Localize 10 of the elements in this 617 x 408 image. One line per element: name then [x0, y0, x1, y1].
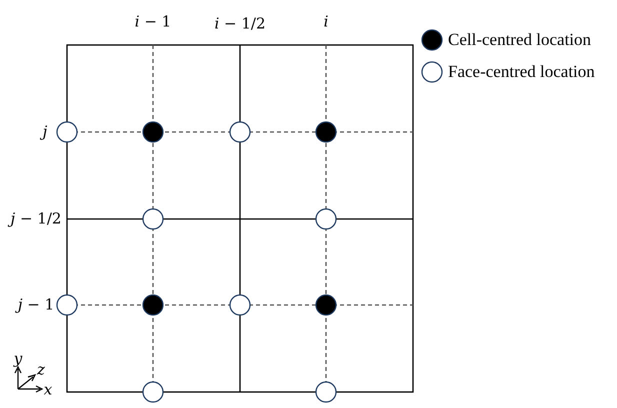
axis-label: z: [37, 362, 45, 378]
legend-text: Cell-centred location: [448, 31, 592, 48]
column-label: i − 1: [134, 14, 172, 30]
column-label: i − 1/2: [214, 16, 266, 32]
legend-text: Face-centred location: [448, 63, 595, 80]
row-label: j: [42, 124, 48, 140]
axis-label: x: [44, 382, 52, 398]
axis-label: y: [14, 352, 22, 366]
row-label: j − 1: [18, 298, 54, 312]
column-label: i: [324, 14, 328, 30]
